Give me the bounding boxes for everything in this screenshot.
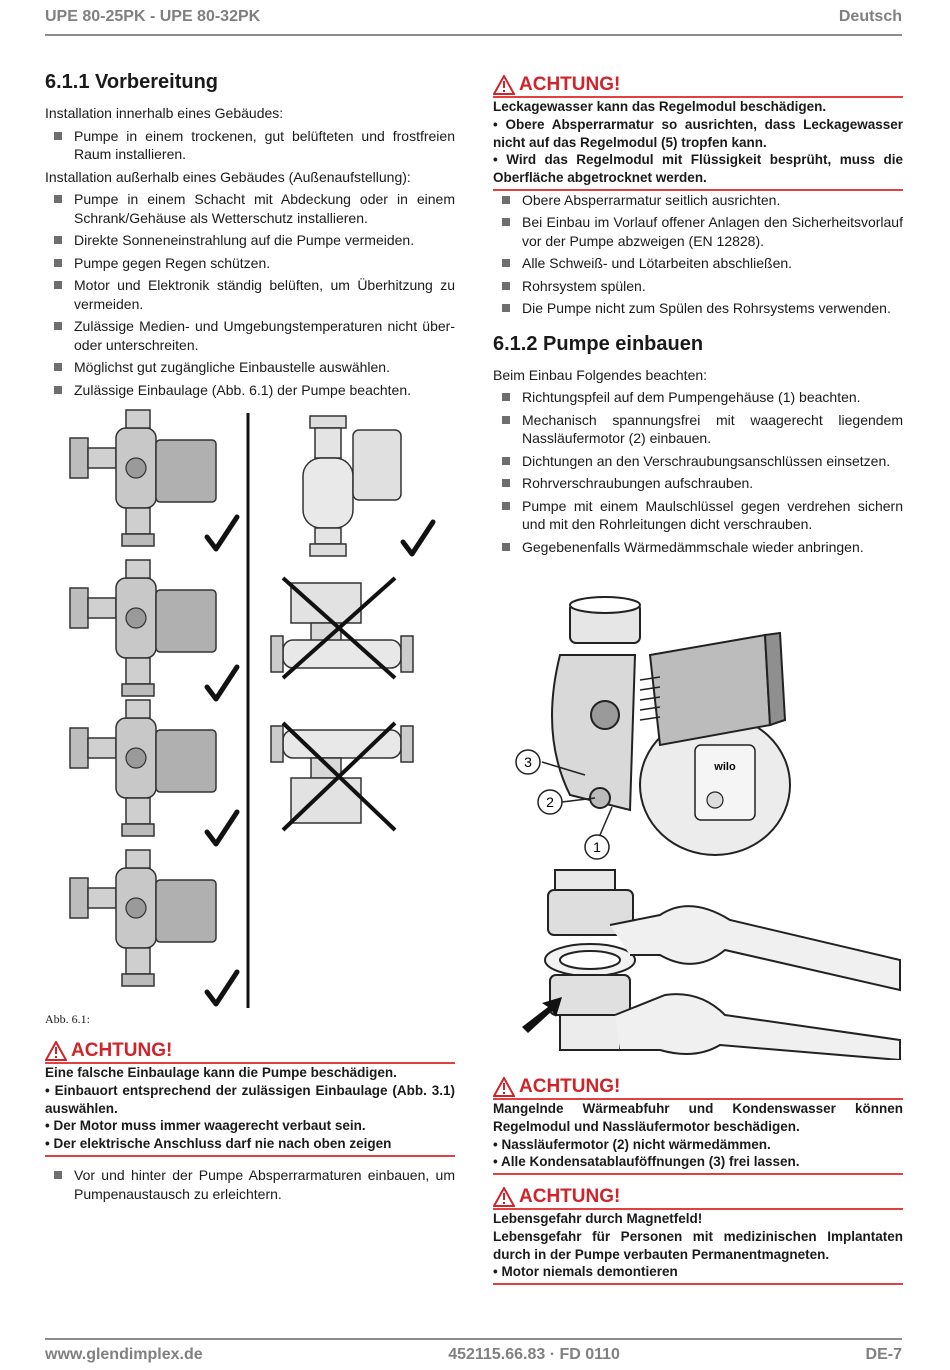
- list-item: Zulässige Medien- und Umgebungstemperatu…: [45, 317, 455, 354]
- list-item: Pumpe in einem trockenen, gut belüfteten…: [45, 127, 455, 164]
- list-item: Alle Schweiß- und Lötarbeiten abschließe…: [493, 254, 903, 273]
- section-heading-vorbereitung: 6.1.1 Vorbereitung: [45, 71, 219, 93]
- list-item: Dichtungen an den Verschraubungsanschlüs…: [493, 452, 903, 471]
- brand-logo-text: wilo: [713, 761, 736, 773]
- list-item: Obere Absperrarmatur seitlich ausrichten…: [493, 191, 903, 210]
- list-item: Möglichst gut zugängliche Einbaustelle a…: [45, 358, 455, 377]
- list-item: Rohrsystem spülen.: [493, 277, 903, 296]
- warning-line: • Wird das Regelmodul mit Flüssigkeit be…: [493, 152, 903, 186]
- motor-down-pump-drawing: [270, 721, 414, 832]
- list-item: Mechanisch spannungsfrei mit waagerecht …: [493, 411, 903, 448]
- list-item: Gegebenenfalls Wärmedämmschale wieder an…: [493, 538, 903, 557]
- figure-caption: Abb. 6.1:: [45, 1012, 90, 1026]
- list-item: Die Pumpe nicht zum Spülen des Rohrsyste…: [493, 299, 903, 318]
- list-item: Pumpe gegen Regen schützen.: [45, 254, 455, 273]
- warning-triangle-icon: [45, 1041, 67, 1061]
- warning-title-row: ACHTUNG!: [45, 1040, 455, 1064]
- motor-up-pump-drawing: [270, 576, 414, 680]
- warning-line: • Der Motor muss immer waagerecht verbau…: [45, 1118, 366, 1134]
- warning-box-leakage: ACHTUNG! Leckagewasser kann das Regelmod…: [493, 74, 903, 191]
- intro-inside: Installation innerhalb eines Gebäudes:: [45, 105, 284, 121]
- list-item: Motor und Elektronik ständig belüften, u…: [45, 276, 455, 313]
- warning-title: ACHTUNG!: [519, 74, 621, 95]
- warning-line: Lebensgefahr für Personen mit medizinisc…: [493, 1228, 903, 1262]
- list-item: Zulässige Einbaulage (Abb. 6.1) der Pump…: [45, 381, 455, 400]
- warning-triangle-icon: [493, 1077, 515, 1097]
- installation-list: Richtungspfeil auf dem Pumpengehäuse (1)…: [493, 388, 903, 556]
- warning-line: • Der elektrische Anschluss darf nie nac…: [45, 1136, 392, 1152]
- warning-triangle-icon: [493, 1187, 515, 1207]
- left-column: 6.1.1 Vorbereitung Installation innerhal…: [45, 70, 455, 403]
- inside-list: Pumpe in einem trockenen, gut belüfteten…: [45, 127, 455, 164]
- warning-line: • Nassläufermotor (2) nicht wärmedämmen.: [493, 1136, 771, 1152]
- warning-title: ACHTUNG!: [71, 1040, 173, 1061]
- page-header: UPE 80-25PK - UPE 80-32PK Deutsch: [45, 8, 902, 36]
- callout-2: 2: [546, 794, 554, 810]
- warning-box-magnetic: ACHTUNG! Lebensgefahr durch Magnetfeld! …: [493, 1186, 903, 1286]
- after-warning-list: Vor und hinter der Pumpe Absperrarmature…: [45, 1166, 455, 1203]
- warning-title: ACHTUNG!: [519, 1186, 621, 1207]
- language-label: Deutsch: [838, 8, 902, 25]
- warning-line: • Einbauort entsprechend der zulässigen …: [45, 1082, 455, 1116]
- warning-body: Mangelnde Wärmeabfuhr und Kondenswasser …: [493, 1100, 903, 1171]
- pump-installation-figure: wilo 3 2 1: [515, 596, 901, 1060]
- warning-title-row: ACHTUNG!: [493, 1186, 903, 1210]
- warning-body: Eine falsche Einbaulage kann die Pumpe b…: [45, 1064, 455, 1153]
- warning-title: ACHTUNG!: [519, 1076, 621, 1097]
- page-number: DE-7: [865, 1346, 902, 1363]
- doc-title: UPE 80-25PK - UPE 80-32PK: [45, 8, 261, 25]
- warning-title-row: ACHTUNG!: [493, 74, 903, 98]
- warning-line: Eine falsche Einbaulage kann die Pumpe b…: [45, 1065, 397, 1080]
- preparation-list: Obere Absperrarmatur seitlich ausrichten…: [493, 191, 903, 318]
- intro-einbau: Beim Einbau Folgendes beachten:: [493, 366, 708, 383]
- list-item: Vor und hinter der Pumpe Absperrarmature…: [45, 1166, 455, 1203]
- footer-doc-code: 452115.66.83 · FD 0110: [448, 1346, 620, 1363]
- warning-title-row: ACHTUNG!: [493, 1076, 903, 1100]
- outside-list: Pumpe in einem Schacht mit Abdeckung ode…: [45, 190, 455, 399]
- warning-box-heat: ACHTUNG! Mangelnde Wärmeabfuhr und Konde…: [493, 1076, 903, 1176]
- warning-line: Mangelnde Wärmeabfuhr und Kondenswasser …: [493, 1101, 903, 1134]
- warning-body: Leckagewasser kann das Regelmodul beschä…: [493, 98, 903, 187]
- list-item: Direkte Sonneneinstrahlung auf die Pumpe…: [45, 231, 455, 250]
- warning-body: Lebensgefahr durch Magnetfeld! Lebensgef…: [493, 1210, 903, 1281]
- warning-triangle-icon: [493, 75, 515, 95]
- intro-outside: Installation außerhalb eines Gebäudes (A…: [45, 168, 411, 185]
- list-item: Pumpe in einem Schacht mit Abdeckung ode…: [45, 190, 455, 227]
- list-item: Rohrverschraubungen aufschrauben.: [493, 474, 903, 493]
- callout-3: 3: [524, 754, 532, 770]
- footer-website: www.glendimplex.de: [45, 1346, 203, 1363]
- warning-line: • Obere Absperrarmatur so ausrichten, da…: [493, 116, 903, 150]
- list-item: Bei Einbau im Vorlauf offener Anlagen de…: [493, 213, 903, 250]
- installation-positions-figure: [69, 409, 455, 1008]
- section-heading-einbauen: 6.1.2 Pumpe einbauen: [493, 332, 704, 355]
- after-warning-list-wrap: Vor und hinter der Pumpe Absperrarmature…: [45, 1166, 455, 1207]
- right-column: ACHTUNG! Leckagewasser kann das Regelmod…: [493, 74, 903, 560]
- warning-line: Lebensgefahr durch Magnetfeld!: [493, 1211, 703, 1226]
- list-item: Richtungspfeil auf dem Pumpengehäuse (1)…: [493, 388, 903, 407]
- callout-1: 1: [593, 839, 601, 855]
- warning-box-position: ACHTUNG! Eine falsche Einbaulage kann di…: [45, 1040, 455, 1157]
- list-item: Pumpe mit einem Maulschlüssel gegen verd…: [493, 497, 903, 534]
- vertical-pump-drawing: [302, 415, 402, 557]
- warning-line: • Motor niemals demontieren: [493, 1264, 678, 1280]
- page-footer: www.glendimplex.de 452115.66.83 · FD 011…: [45, 1338, 902, 1370]
- warning-line: • Alle Kondensatablauföffnungen (3) frei…: [493, 1154, 800, 1170]
- warning-line: Leckagewasser kann das Regelmodul beschä…: [493, 99, 827, 114]
